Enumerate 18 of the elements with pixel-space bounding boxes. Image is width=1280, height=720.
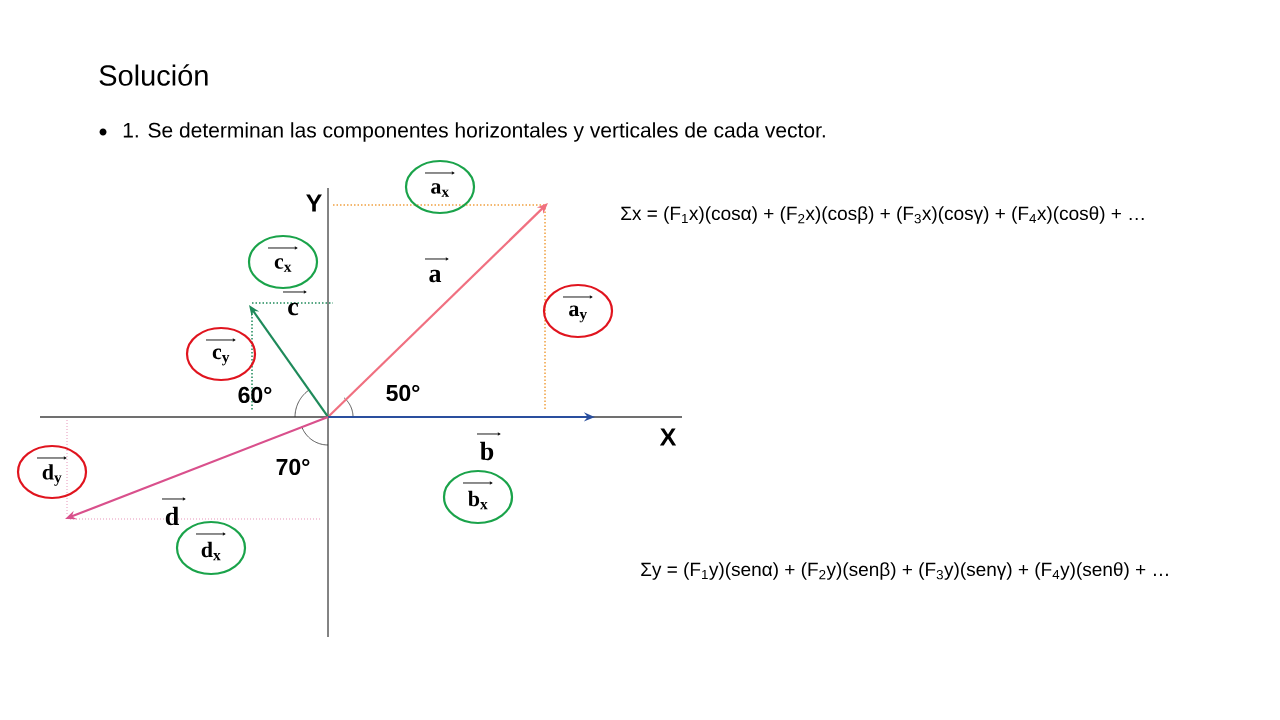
vector-label: c: [282, 290, 307, 316]
vector-component-label: a$_{x}$: [404, 159, 476, 215]
title: Solución: [99, 64, 208, 86]
formula: Σx = (F$_{1}$x)(cosα) + (F$_{2}$x)(cosβ) + (F$_{3}$x)(cosγ) + (F$_{4}$x)(cosθ) + …: [621, 206, 1144, 224]
vector-component-label: d$_{y}$: [16, 444, 88, 500]
formula: Σy = (F$_{1}$y)(senα) + (F$_{2}$y)(senβ) + (F$_{3}$y)(senγ) + (F$_{4}$y)(senθ) + …: [641, 562, 1168, 580]
vector-component-label: c$_{x}$: [247, 234, 319, 290]
angle-label: 60°: [238, 386, 272, 404]
bullet-text: 1. Se determinan las componentes horizontales y verticales de cada vector.: [123, 122, 825, 142]
vector-label: a: [424, 257, 449, 283]
vector-component-label: a$_{y}$: [542, 283, 614, 339]
vector-component-label: b$_{x}$: [442, 469, 514, 525]
axis-label: Y: [306, 194, 322, 212]
vector-component-label: c$_{y}$: [185, 326, 257, 382]
axis-label: X: [659, 428, 677, 446]
angle-label: 70°: [276, 458, 310, 476]
vector-label: b: [476, 432, 501, 461]
angle-label: 50°: [386, 384, 420, 402]
